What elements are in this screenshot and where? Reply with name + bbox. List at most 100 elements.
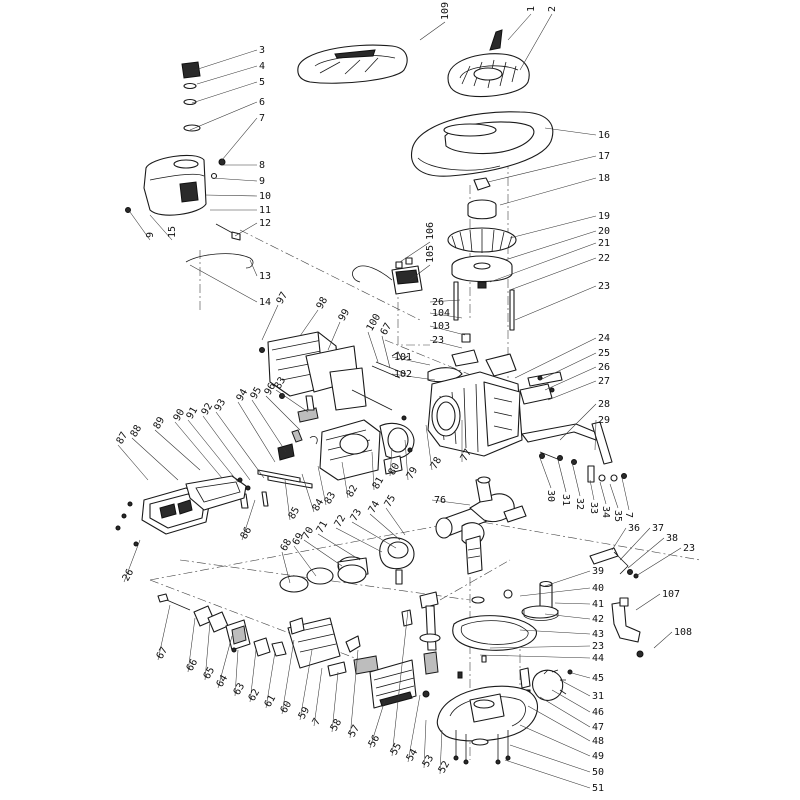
leader-line: [131, 437, 179, 481]
callout-number: 29: [598, 415, 610, 426]
leader-line: [202, 415, 251, 481]
leader-line: [504, 759, 591, 789]
leader-line: [187, 617, 196, 673]
callout-number: 7: [623, 512, 634, 518]
leader-line: [301, 473, 315, 513]
callout-number: 71: [315, 519, 331, 535]
callout-number: 58: [329, 717, 345, 733]
leader-line: [479, 654, 591, 659]
leader-line: [194, 49, 258, 71]
leader-line: [335, 527, 383, 553]
callout-number: 46: [592, 707, 604, 718]
callout-number: 37: [652, 523, 664, 534]
leader-line: [391, 373, 436, 381]
callout-number: 36: [628, 523, 640, 534]
callout-number: 80: [387, 461, 403, 477]
callout-number: 83: [273, 375, 289, 391]
leader-line: [389, 447, 393, 477]
callout-number: 23: [592, 641, 604, 652]
callout-number: 14: [259, 297, 271, 308]
callout-number: 87: [115, 430, 131, 446]
callout-number: 19: [598, 211, 610, 222]
callout-number: 67: [155, 645, 171, 661]
leader-line: [249, 259, 258, 277]
callout-number: 3: [259, 45, 265, 56]
leader-line: [211, 177, 258, 182]
leader-line: [189, 264, 258, 303]
cylinder-head: [319, 415, 415, 481]
leader-line: [237, 401, 276, 463]
leader-line: [544, 127, 597, 136]
callout-number: 88: [129, 423, 145, 439]
leader-line: [261, 304, 279, 341]
callout-number: 59: [297, 705, 313, 721]
crankcase-gasket: [452, 615, 537, 651]
leader-line: [611, 527, 627, 551]
piston: [279, 537, 415, 593]
leader-line: [284, 479, 291, 521]
callout-leader-lines: [117, 13, 682, 789]
ignition-coil: [352, 257, 423, 295]
leader-line: [504, 230, 597, 261]
brake-bracket: [611, 597, 644, 658]
callout-number: 22: [598, 253, 610, 264]
leader-line: [609, 483, 619, 509]
callout-number: 64: [215, 673, 231, 689]
leader-line: [391, 609, 409, 757]
callout-number: 70: [301, 525, 317, 541]
leader-line: [351, 521, 397, 549]
brake-link: [589, 547, 639, 579]
callout-number: 41: [592, 599, 604, 610]
leader-line: [431, 499, 471, 506]
callout-number: 99: [337, 307, 353, 323]
leader-line: [369, 699, 386, 749]
callout-number: 31: [560, 494, 571, 506]
leader-line: [509, 744, 591, 773]
leader-line: [117, 444, 149, 481]
callout-number: 18: [598, 173, 610, 184]
leader-line: [234, 222, 258, 237]
leader-line: [265, 395, 301, 431]
callout-number: 94: [235, 387, 251, 403]
leader-line: [129, 211, 151, 241]
leader-line: [407, 694, 421, 763]
callout-number: 33: [588, 502, 599, 514]
leader-line: [507, 13, 532, 41]
callout-number: 86: [239, 525, 255, 541]
leader-line: [369, 513, 401, 541]
crankcase: [427, 353, 523, 457]
leader-line: [299, 309, 319, 337]
leader-line: [425, 424, 433, 471]
oil-pump: [401, 591, 441, 675]
callout-number: 23: [432, 335, 444, 346]
callout-number: 45: [592, 673, 604, 684]
callout-number: 56: [367, 733, 383, 749]
recoil-starter: [447, 29, 530, 97]
leader-line: [551, 689, 591, 713]
callout-number: 21: [598, 238, 610, 249]
leader-line: [409, 264, 431, 281]
callout-number: 4: [259, 61, 265, 72]
leader-line: [539, 352, 597, 381]
governor-lever: [521, 421, 613, 465]
leader-line: [489, 242, 597, 283]
callout-number: 53: [421, 753, 437, 769]
leader-line: [489, 645, 591, 649]
callout-number: 44: [592, 653, 604, 664]
callout-number: 93: [213, 397, 229, 413]
callout-number: 65: [202, 665, 218, 681]
leader-line: [154, 429, 201, 471]
leader-line: [399, 241, 431, 263]
leader-line: [217, 635, 233, 689]
flywheel: [447, 227, 517, 282]
callout-number: 15: [167, 226, 178, 238]
callout-number: 7: [259, 113, 265, 124]
leader-line: [196, 65, 258, 85]
leader-line: [653, 631, 673, 649]
callout-number: 79: [405, 465, 421, 481]
callout-number: 83: [323, 490, 339, 506]
callout-number: 81: [371, 475, 387, 491]
camshaft: [457, 580, 559, 679]
leader-line: [627, 537, 665, 569]
